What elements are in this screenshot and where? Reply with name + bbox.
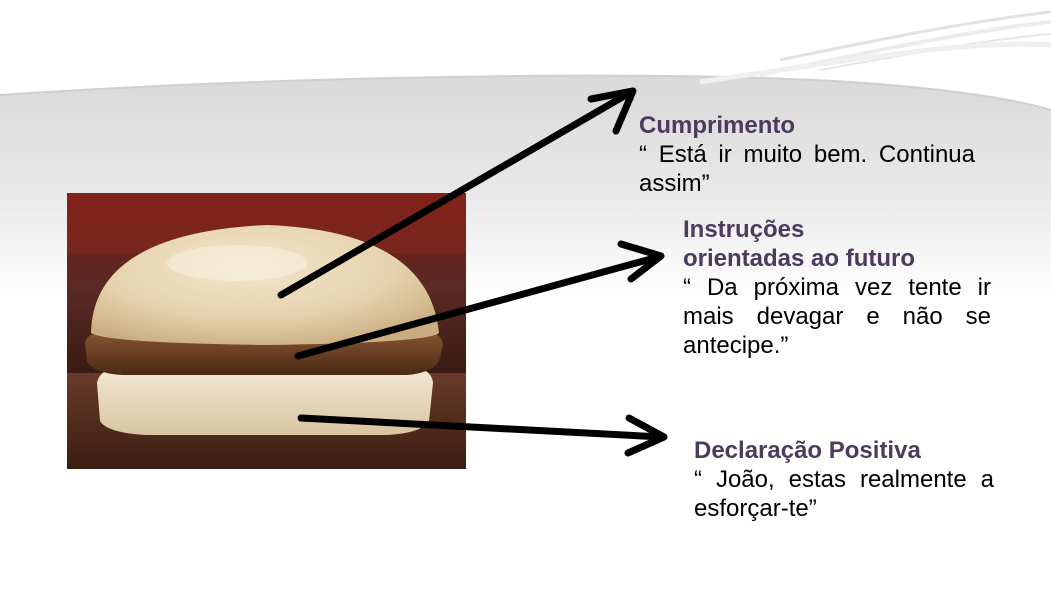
arrowhead-compliment [587,87,637,135]
arrowhead-instructions [617,240,665,283]
callout-body-instructions: “ Da próxima vez tente ir mais devagar e… [683,274,991,359]
burger-photo [67,193,466,469]
callout-body-compliment: “ Está ir muito bem. Continua assim” [639,141,975,197]
callout-body-positive: “ João, estas realmente a esforçar-te” [694,466,994,522]
arrow-to-instructions [294,253,662,360]
callout-title-instructions-line1: Instruções [683,216,805,243]
callout-instructions: Instruções orientadas ao futuro “ Da pró… [683,215,991,360]
callout-positive: Declaração Positiva “ João, estas realme… [694,436,994,523]
arrowhead-positive [624,414,668,457]
callout-compliment: Cumprimento “ Está ir muito bem. Continu… [639,111,975,198]
callout-title-instructions-line2: orientadas ao futuro [683,245,916,272]
callout-title-positive: Declaração Positiva [694,437,921,464]
callout-title-compliment: Cumprimento [639,112,795,139]
arrow-to-positive [297,414,665,441]
arrow-to-compliment [277,91,630,299]
